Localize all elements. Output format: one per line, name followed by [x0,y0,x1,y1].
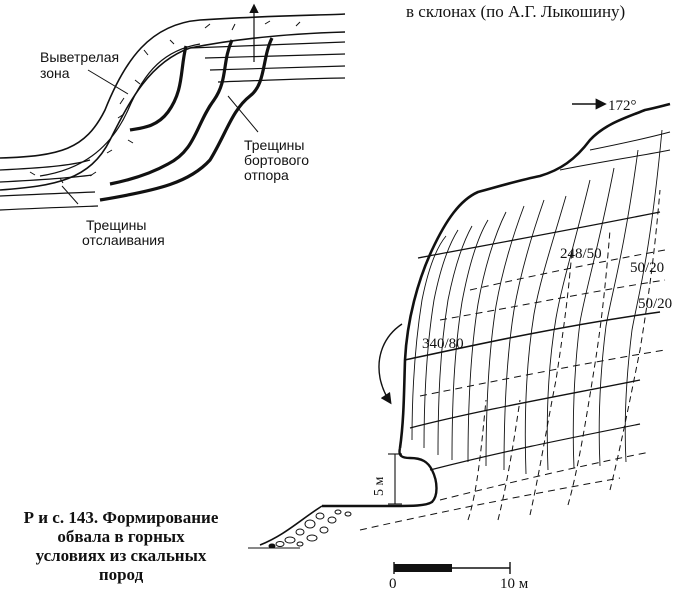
cliff-labels: 172° 248/50 50/20 50/20 340/80 5 м 0 10 … [372,98,672,592]
height-label: 5 м [372,477,387,497]
weathered-label-2: зона [40,65,70,81]
figure-caption: Р и с. 143. Формирование обвала в горных… [6,508,236,584]
side-cracks-label-1: Трещины [244,137,304,153]
peel-cracks-label-2: отслаивания [82,232,165,248]
caption-line-1: Р и с. 143. Формирование [23,508,219,527]
orientation-label-3: 50/20 [638,296,672,312]
side-cracks-label-2: бортового [244,152,309,168]
caption-line-2: обвала в горных [57,527,185,546]
orientation-label-2: 50/20 [630,260,664,276]
side-cracks-label-3: отпора [244,167,289,183]
caption-line-4: пород [98,565,144,584]
weathered-label-1: Выветрелая [40,49,119,65]
talus-debris [268,509,352,549]
inset-diagram [0,3,346,211]
orientation-label-4: 340/80 [422,336,464,352]
azimuth-label: 172° [608,98,637,114]
orientation-label-1: 248/50 [560,246,602,262]
caption-line-3: условиях из скальных [35,546,207,565]
cliff-diagram [248,98,671,574]
inset-labels: Выветрелая зона Трещины бортового отпора… [40,49,309,248]
header-text: в склонах (по А.Г. Лыкошину) [406,2,626,21]
peel-cracks-label-1: Трещины [86,217,146,233]
scale-end-label: 10 м [500,576,529,592]
scale-start-label: 0 [389,576,397,592]
